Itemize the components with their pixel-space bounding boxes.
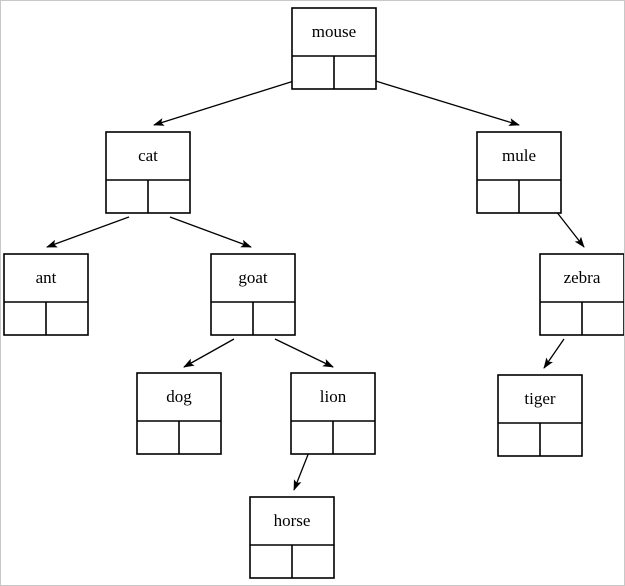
node-right-pointer-cell[interactable] <box>519 180 561 213</box>
tree-edge-goat-right-lion <box>274 338 334 368</box>
edge-line <box>183 338 235 368</box>
tree-edge-cat-left-ant <box>46 216 130 248</box>
tree-edge-cat-right-goat <box>169 216 252 248</box>
edge-line <box>274 338 334 368</box>
node-left-pointer-cell[interactable] <box>250 545 292 578</box>
tree-node-mouse[interactable]: mouse <box>291 7 377 90</box>
tree-node-horse[interactable]: horse <box>249 496 335 579</box>
node-left-pointer-cell[interactable] <box>477 180 519 213</box>
node-left-pointer-cell[interactable] <box>291 421 333 454</box>
tree-node-zebra[interactable]: zebra <box>539 253 624 336</box>
tree-node-mule[interactable]: mule <box>476 131 562 214</box>
tree-node-cat[interactable]: cat <box>105 131 191 214</box>
node-left-pointer-cell[interactable] <box>540 302 582 335</box>
tree-edge-mouse-right-mule <box>355 74 520 126</box>
node-right-pointer-cell[interactable] <box>334 56 376 89</box>
tree-nodes: mouse cat mule ant goat zebra dog lion tiger hors… <box>3 7 624 579</box>
node-right-pointer-cell[interactable] <box>179 421 221 454</box>
tree-edge-mouse-left-cat <box>153 74 314 126</box>
node-right-pointer-cell[interactable] <box>148 180 190 213</box>
edge-line <box>46 216 130 248</box>
tree-node-tiger[interactable]: tiger <box>497 374 583 457</box>
node-label: lion <box>320 387 347 406</box>
node-left-pointer-cell[interactable] <box>211 302 253 335</box>
node-label: mule <box>502 146 536 165</box>
node-right-pointer-cell[interactable] <box>253 302 295 335</box>
node-left-pointer-cell[interactable] <box>106 180 148 213</box>
node-left-pointer-cell[interactable] <box>292 56 334 89</box>
node-right-pointer-cell[interactable] <box>333 421 375 454</box>
node-right-pointer-cell[interactable] <box>292 545 334 578</box>
node-label: tiger <box>524 389 555 408</box>
node-left-pointer-cell[interactable] <box>498 423 540 456</box>
tree-edges <box>46 74 585 491</box>
node-label: mouse <box>312 22 356 41</box>
node-label: zebra <box>564 268 601 287</box>
tree-node-dog[interactable]: dog <box>136 372 222 455</box>
node-left-pointer-cell[interactable] <box>137 421 179 454</box>
node-outer-box <box>249 496 335 579</box>
tree-edge-zebra-left-tiger <box>543 338 565 369</box>
node-label: cat <box>138 146 158 165</box>
edge-line <box>169 216 252 248</box>
node-label: horse <box>274 511 311 530</box>
edge-line <box>153 74 314 126</box>
tree-node-lion[interactable]: lion <box>290 372 376 455</box>
node-label: ant <box>36 268 57 287</box>
node-left-pointer-cell[interactable] <box>4 302 46 335</box>
node-right-pointer-cell[interactable] <box>46 302 88 335</box>
node-label: goat <box>238 268 268 287</box>
tree-node-ant[interactable]: ant <box>3 253 89 336</box>
edge-line <box>355 74 520 126</box>
tree-edge-goat-left-dog <box>183 338 235 368</box>
node-right-pointer-cell[interactable] <box>540 423 582 456</box>
node-label: dog <box>166 387 192 406</box>
node-right-pointer-cell[interactable] <box>582 302 624 335</box>
edge-line <box>543 338 565 369</box>
tree-node-goat[interactable]: goat <box>210 253 296 336</box>
